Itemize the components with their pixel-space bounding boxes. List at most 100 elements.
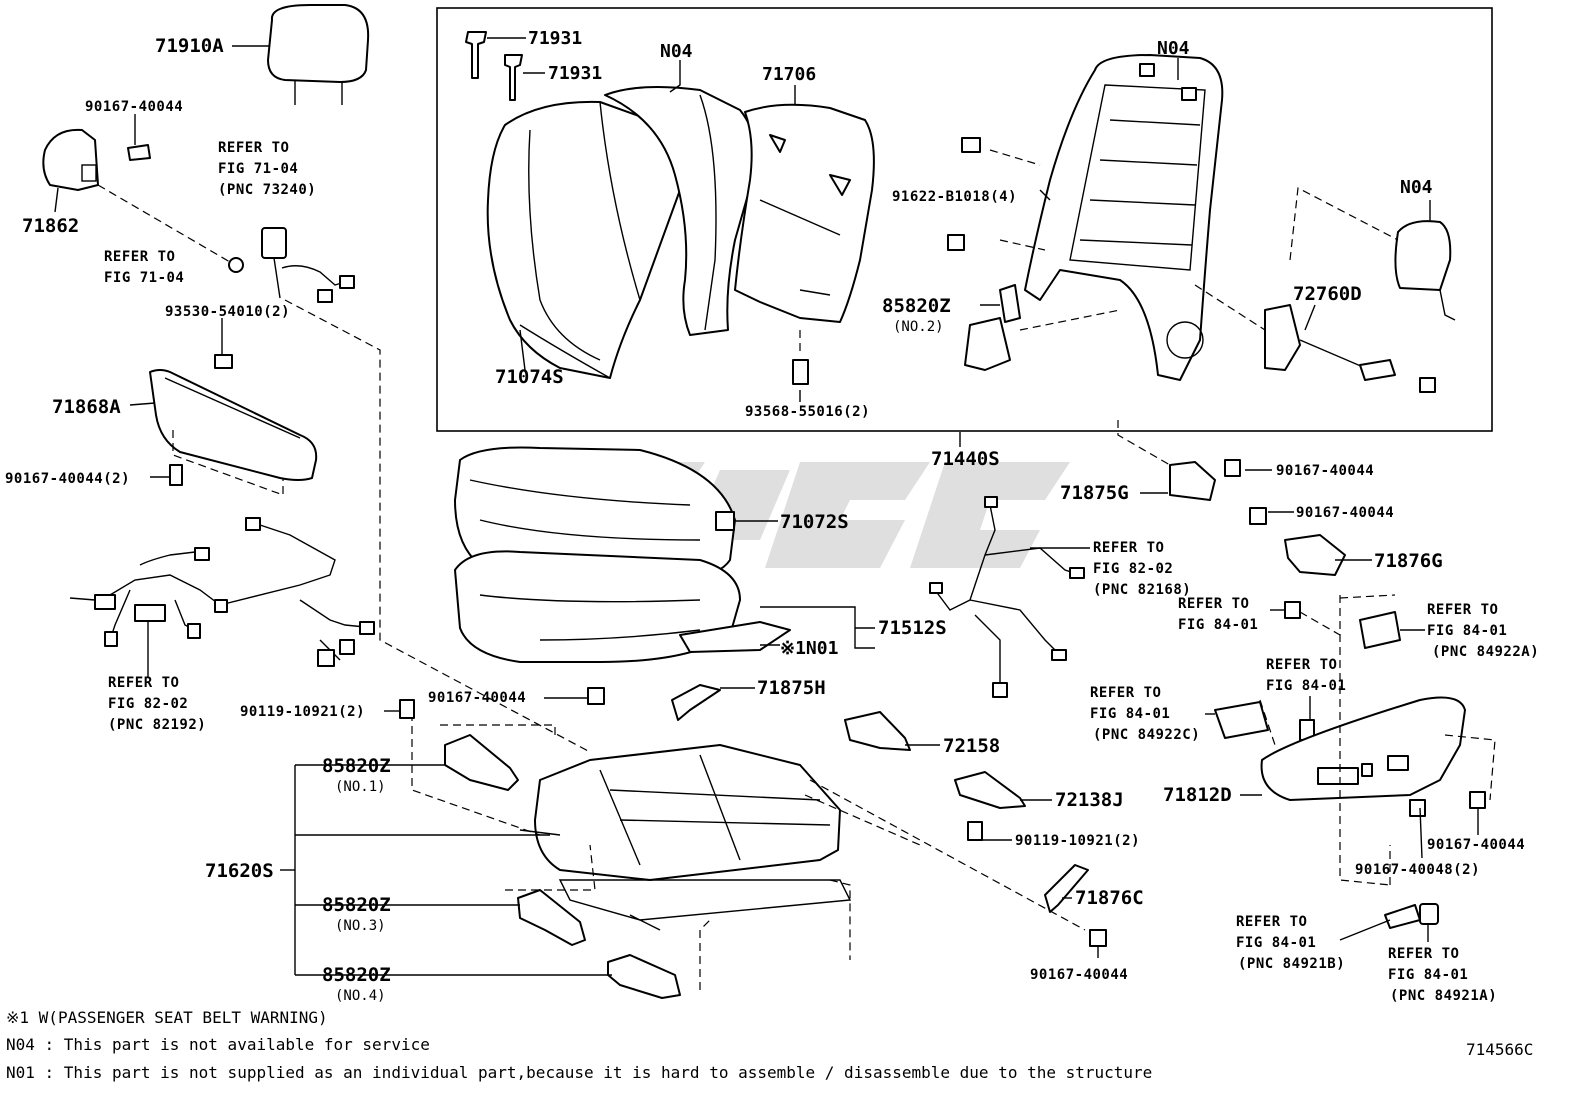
refer-to-fig-71-04[interactable]: REFER TO FIG 71-04 [104,249,184,286]
seat-cushion-cover[interactable] [454,446,736,586]
refer-to-fig-84-01[interactable]: REFER TO FIG 84-01 (PNC 84921A) [1388,946,1497,1004]
part-number-90167-40044[interactable]: 90167-40044 [85,99,183,115]
refer-to-fig-82-02[interactable]: REFER TO FIG 82-02 (PNC 82168) [1093,540,1191,598]
bracket[interactable] [954,771,1026,809]
part-number-85820Z[interactable]: 85820Z [322,894,391,916]
hinge-cover-outer[interactable] [1284,534,1346,576]
svg-text:REFER TO: REFER TO [1236,914,1307,930]
seat-side-cover[interactable] [149,369,318,481]
part-number-93530-54010[interactable]: 93530-54010(2) [165,304,290,320]
part-number-85820Z[interactable]: 85820Z [322,964,391,986]
part-number-72760D[interactable]: 72760D [1293,283,1362,305]
svg-text:(PNC 82168): (PNC 82168) [1093,582,1191,598]
refer-to-fig-84-01[interactable]: REFER TO FIG 84-01 (PNC 84922C) [1090,685,1200,743]
seat-back-board[interactable] [734,103,875,323]
part-number-90167-40044[interactable]: 90167-40044 [1030,967,1128,983]
part-number-71876C[interactable]: 71876C [1075,887,1144,909]
seat-back-cover[interactable] [486,100,682,379]
part-number-71440S[interactable]: 71440S [931,448,1000,470]
part-number-90167-40044[interactable]: 90167-40044 [1296,505,1394,521]
seat-side-shield[interactable] [1260,696,1466,801]
part-number-71868A[interactable]: 71868A [52,396,121,418]
part-number-71875H[interactable]: 71875H [757,677,826,699]
screw-icon [947,137,981,251]
part-number-90167-40044[interactable]: 90167-40044 [428,690,526,706]
part-number-90119-10921[interactable]: 90119-10921(2) [240,704,365,720]
part-number-71072S[interactable]: 71072S [780,511,849,533]
part-number-91622-B1018[interactable]: 91622-B1018(4) [892,189,1017,205]
hinge-cover-inner[interactable] [1169,461,1216,501]
svg-text:(PNC 84921A): (PNC 84921A) [1390,988,1497,1004]
footnote-n01: N01 : This part is not supplied as an in… [6,1063,1152,1082]
svg-text:FIG 71-04: FIG 71-04 [104,270,184,286]
headrest-support[interactable] [42,128,99,191]
svg-text:(PNC 84922A): (PNC 84922A) [1432,644,1539,660]
part-number-72158[interactable]: 72158 [943,735,1000,757]
part-number-71931[interactable]: 71931 [548,63,602,84]
part-number-90167-40044-2[interactable]: 90167-40044(2) [5,471,130,487]
bracket[interactable] [1044,864,1089,913]
wire-harness-left[interactable] [69,517,376,667]
switch-knob[interactable] [1419,903,1439,925]
seat-motor[interactable] [607,954,681,999]
part-number-71620S[interactable]: 71620S [205,860,274,882]
svg-text:REFER TO: REFER TO [104,249,175,265]
seat-track-adjuster[interactable] [519,744,852,931]
part-sub-label: (NO.2) [893,319,944,335]
part-sub-label: (NO.3) [335,918,386,934]
part-number-71512S[interactable]: 71512S [878,617,947,639]
refer-to-fig-82-02[interactable]: REFER TO FIG 82-02 (PNC 82192) [108,675,206,733]
part-number-72138J[interactable]: 72138J [1055,789,1124,811]
seat-back-pad[interactable] [604,85,757,336]
refer-to-fig-84-01[interactable]: REFER TO FIG 84-01 (PNC 84922A) [1427,602,1539,660]
refer-to-fig-84-01[interactable]: REFER TO FIG 84-01 [1178,596,1258,633]
part-number-71074S[interactable]: 71074S [495,366,564,388]
svg-text:REFER TO: REFER TO [1093,540,1164,556]
part-number-93568-55016[interactable]: 93568-55016(2) [745,404,870,420]
footnote-n04: N04 : This part is not available for ser… [6,1035,430,1054]
footnotes: ※1 W(PASSENGER SEAT BELT WARNING) N04 : … [6,1008,1152,1082]
label-n04: N04 [660,41,693,62]
seat-motor[interactable] [517,889,586,946]
refer-to-fig-84-01[interactable]: REFER TO FIG 84-01 [1266,657,1346,694]
svg-text:FIG 82-02: FIG 82-02 [1093,561,1173,577]
part-number-90167-40044[interactable]: 90167-40044 [1276,463,1374,479]
headrest[interactable] [267,4,370,105]
part-number-71931[interactable]: 71931 [528,28,582,49]
bracket[interactable] [844,711,911,751]
seat-belt-buckle[interactable] [228,227,355,303]
side-airbag[interactable] [1394,220,1456,321]
seat-motor[interactable] [964,284,1021,371]
screw-icon [399,687,1107,947]
part-number-85820Z[interactable]: 85820Z [882,295,951,317]
part-number-85820Z[interactable]: 85820Z [322,755,391,777]
svg-text:REFER TO: REFER TO [1178,596,1249,612]
seat-switch[interactable] [1214,701,1269,739]
seat-back-frame[interactable] [1024,54,1224,381]
svg-text:REFER TO: REFER TO [1427,602,1498,618]
screw-icon [1409,791,1486,817]
svg-text:(PNC 82192): (PNC 82192) [108,717,206,733]
clip[interactable] [465,31,487,79]
clip[interactable] [504,54,523,101]
part-number-1N01[interactable]: ※1N01 [780,638,838,659]
part-number-71706[interactable]: 71706 [762,64,816,85]
part-number-71875G[interactable]: 71875G [1060,482,1129,504]
part-number-90119-10921[interactable]: 90119-10921(2) [1015,833,1140,849]
bracket[interactable] [671,684,721,721]
lumbar-adjuster[interactable] [1264,304,1436,393]
part-number-90167-40044[interactable]: 90167-40044 [1427,837,1525,853]
seat-motor[interactable] [444,734,519,791]
wire-harness-center[interactable] [929,496,1085,698]
power-seat-switch[interactable] [1359,611,1401,649]
part-number-71812D[interactable]: 71812D [1163,784,1232,806]
refer-to-fig-84-01[interactable]: REFER TO FIG 84-01 (PNC 84921B) [1236,914,1345,972]
screw-icon [169,354,233,486]
part-number-71862[interactable]: 71862 [22,215,79,237]
refer-to-fig-71-04[interactable]: REFER TO FIG 71-04 (PNC 73240) [218,140,316,198]
part-number-90167-40048[interactable]: 90167-40048(2) [1355,862,1480,878]
part-number-71876G[interactable]: 71876G [1374,550,1443,572]
part-number-71910A[interactable]: 71910A [155,35,224,57]
svg-text:REFER TO: REFER TO [108,675,179,691]
switch-knob[interactable] [1384,904,1421,929]
